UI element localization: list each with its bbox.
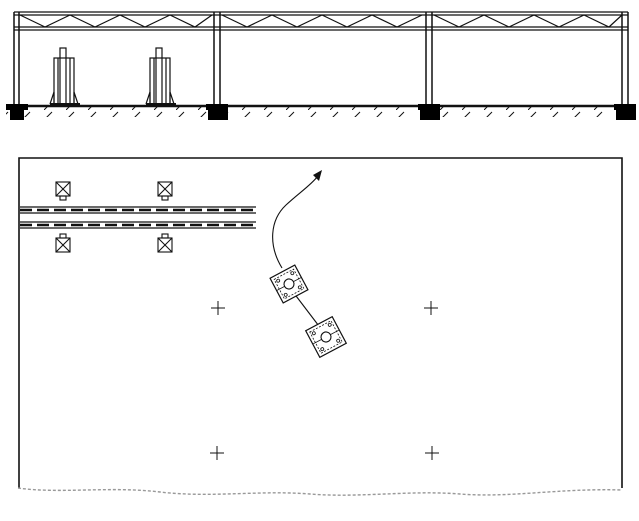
ground <box>6 104 636 117</box>
grid-cross-3 <box>210 446 224 460</box>
marker-box-4 <box>157 233 173 253</box>
rail-track-1 <box>20 206 256 214</box>
marker-box-1 <box>55 181 71 201</box>
footing-1 <box>6 104 28 110</box>
columns <box>13 12 629 106</box>
truss <box>14 11 628 31</box>
device-node-1 <box>269 264 309 304</box>
marker-box-3 <box>55 233 71 253</box>
truss-web-bay-1 <box>19 14 213 28</box>
truss-web-bay-3 <box>433 14 623 28</box>
truss-web-bay-2 <box>221 14 423 28</box>
column-4 <box>621 12 629 106</box>
break-line <box>17 487 623 496</box>
column-2 <box>213 12 221 106</box>
footing-4 <box>614 104 636 110</box>
equipment-unit-1 <box>49 47 80 105</box>
grid-crosses <box>210 301 439 460</box>
footing-3 <box>418 104 440 110</box>
footings <box>6 104 636 120</box>
grid-cross-1 <box>211 301 225 315</box>
rail-track-2 <box>20 221 256 229</box>
footing-2 <box>206 104 228 110</box>
plan-view <box>17 157 623 496</box>
plan-boundary <box>18 157 623 488</box>
column-3 <box>425 12 433 106</box>
curved-arrow <box>272 170 322 269</box>
elevation-view <box>6 11 636 120</box>
equipment-unit-2 <box>145 47 176 105</box>
grid-cross-4 <box>425 446 439 460</box>
grid-cross-2 <box>424 301 438 315</box>
column-1 <box>13 12 20 106</box>
device-node-2 <box>304 315 348 359</box>
marker-box-2 <box>157 181 173 201</box>
